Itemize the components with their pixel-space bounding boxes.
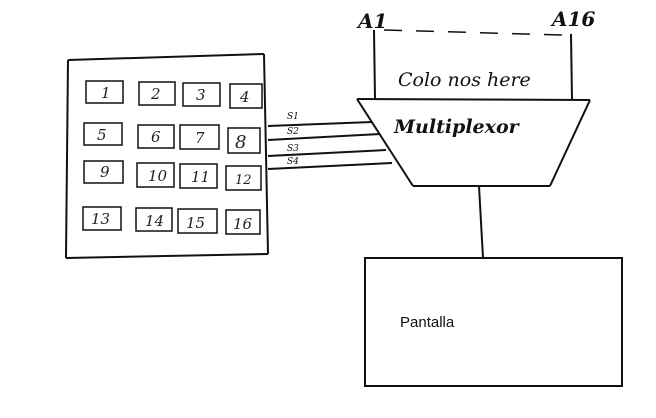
key-1[interactable]: 1 [85,80,124,104]
key-5-label: 5 [97,126,107,144]
key-9[interactable]: 9 [83,160,124,184]
key-12-label: 12 [235,173,252,188]
keypad [65,53,269,259]
input-bus [373,29,573,101]
key-6[interactable]: 6 [137,124,175,149]
key-12[interactable]: 12 [225,165,262,191]
key-13-label: 13 [91,210,110,228]
key-2[interactable]: 2 [138,81,176,106]
key-2-label: 2 [150,85,161,103]
key-3[interactable]: 3 [182,82,221,107]
key-1-label: 1 [101,84,111,102]
key-7-label: 7 [195,129,205,147]
key-14-label: 14 [145,212,164,230]
key-5[interactable]: 5 [83,122,123,146]
signal-label-s4: S4 [287,157,299,167]
display-box [364,257,623,387]
key-9-label: 9 [100,163,110,181]
signal-labels: S1 S2 S3 S4 [287,112,299,167]
input-label-a1: A1 [356,9,387,33]
signal-label-s2: S2 [287,127,299,137]
multiplexer-block [356,98,591,187]
key-6-label: 6 [151,128,161,146]
key-4[interactable]: 4 [229,83,263,109]
key-10-label: 10 [148,167,168,185]
key-16[interactable]: 16 [225,209,261,235]
key-8[interactable]: 8 [227,127,261,154]
input-bus-dashed [383,29,563,36]
key-4-label: 4 [239,88,250,106]
multiplexer-note: Colo nos here [398,69,531,91]
key-16-label: 16 [233,215,253,233]
signal-line-s1 [267,121,373,127]
output-line [478,185,484,259]
key-8-label: 8 [235,132,246,153]
key-10[interactable]: 10 [136,162,175,188]
signal-line-s4 [267,162,393,170]
key-13[interactable]: 13 [82,206,122,231]
keypad-keys: 1 2 3 4 5 6 7 8 [82,80,263,235]
signal-label-s3: S3 [287,144,299,154]
key-14[interactable]: 14 [135,207,173,232]
signal-lines [267,121,393,170]
multiplexer-title: Multiplexor [393,116,521,138]
signal-line-s2 [267,133,381,141]
key-7[interactable]: 7 [179,124,220,150]
key-11[interactable]: 11 [179,163,218,189]
key-15-label: 15 [186,214,205,232]
display-label: Pantalla [400,314,455,331]
key-11-label: 11 [191,168,210,186]
input-label-a16: A16 [550,7,595,31]
signal-line-s3 [267,149,387,157]
signal-label-s1: S1 [287,112,299,122]
key-15[interactable]: 15 [177,208,218,234]
key-3-label: 3 [196,86,206,104]
